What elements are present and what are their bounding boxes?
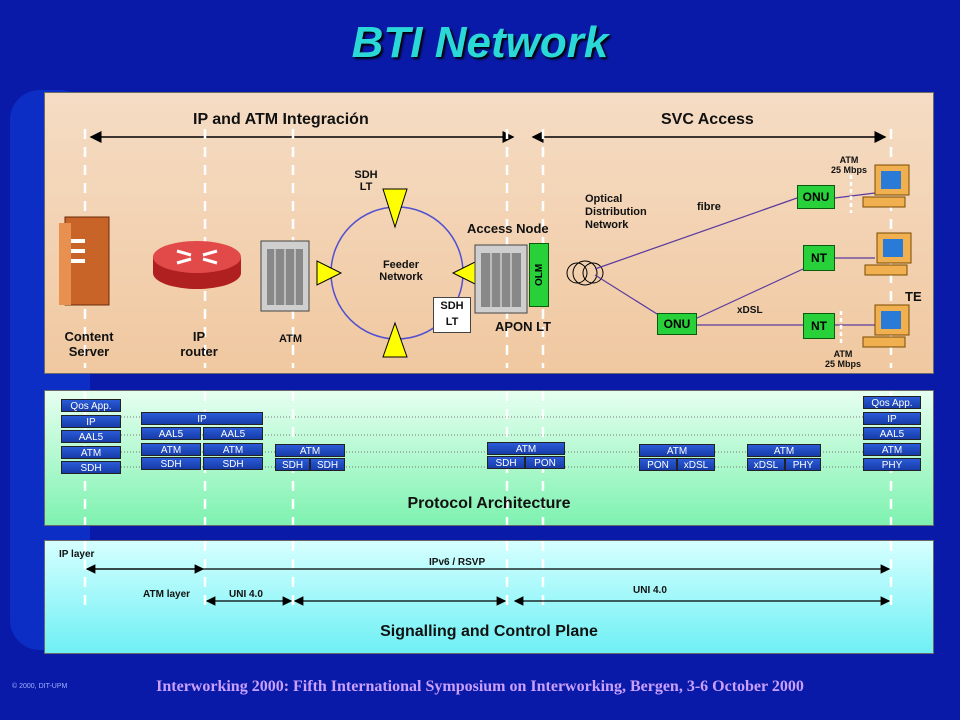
router-left-aal5: AAL5 — [141, 427, 201, 440]
stack-left-atm: ATM — [61, 446, 121, 459]
signalling-arrows — [83, 541, 893, 607]
apon-atm: ATM — [487, 442, 565, 455]
xdsl-label: xDSL — [737, 305, 763, 316]
ip-atm-integration-label: IP and ATM Integración — [193, 111, 369, 128]
router-left-sdh: SDH — [141, 457, 201, 470]
atm-25-bottom-label: ATM 25 Mbps — [824, 349, 861, 369]
uni-right-label: UNI 4.0 — [633, 585, 667, 596]
protocol-panel: Qos App. IP AAL5 ATM SDH IP AAL5 ATM SDH… — [44, 390, 934, 526]
apon-lt-label: APON LT — [495, 319, 552, 334]
stack-right-aal5: AAL5 — [863, 427, 921, 440]
network-panel: IP and ATM Integración SVC Access Conten… — [44, 92, 934, 374]
signalling-title: Signalling and Control Plane — [380, 623, 598, 640]
network-drawing — [59, 129, 912, 368]
content-server-label: Content Server — [64, 329, 114, 359]
onu-bottom-box: ONU — [657, 313, 697, 335]
onu-top-box: ONU — [797, 185, 835, 209]
sdh-lt-bottom-triangle — [382, 321, 408, 358]
router-right-atm: ATM — [203, 443, 263, 456]
pc-icon-middle — [864, 232, 912, 276]
atm-switch-sdh-left: SDH — [275, 458, 310, 471]
onu-xdsl: xDSL — [677, 458, 715, 471]
atm-layer-label: ATM layer — [143, 589, 191, 600]
atm-switch-sdh-right: SDH — [310, 458, 345, 471]
sdh-right-triangle — [451, 260, 478, 286]
sdh-lt-top-label: SDH LT — [354, 169, 378, 193]
atm-25-top-label: ATM 25 Mbps — [830, 155, 867, 175]
stack-left-qos: Qos App. — [61, 399, 121, 412]
sdh-lt-bottom-label: SDH LT — [433, 297, 471, 333]
svc-access-label: SVC Access — [661, 111, 754, 128]
signalling-panel: IP layer IPv6 / RSVP ATM layer UNI 4.0 U… — [44, 540, 934, 654]
router-icon — [153, 241, 241, 289]
ip-router-label: IP router — [180, 329, 218, 359]
stack-left-ip: IP — [61, 415, 121, 428]
nt-bottom-box: NT — [803, 313, 835, 339]
feeder-network-label: Feeder Network — [379, 259, 423, 283]
stack-left-aal5: AAL5 — [61, 430, 121, 443]
nt-phy: PHY — [785, 458, 821, 471]
page-title: BTI Network — [351, 18, 609, 67]
olm-box: OLM — [529, 243, 549, 307]
router-right-aal5: AAL5 — [203, 427, 263, 440]
pc-icon-bottom — [862, 304, 910, 348]
uni-left-label: UNI 4.0 — [229, 589, 263, 600]
sdh-lt-top-triangle — [382, 188, 408, 229]
router-ip: IP — [141, 412, 263, 425]
onu-pon: PON — [639, 458, 677, 471]
apon-pon: PON — [525, 456, 565, 469]
onu-atm: ATM — [639, 444, 715, 457]
copyright-text: © 2000, DIT-UPM — [12, 683, 68, 690]
stack-left-sdh: SDH — [61, 461, 121, 474]
optical-splitter-icon — [566, 260, 604, 286]
te-label: TE — [905, 289, 922, 304]
stack-right-qos: Qos App. — [863, 396, 921, 409]
router-left-atm: ATM — [141, 443, 201, 456]
nt-xdsl: xDSL — [747, 458, 785, 471]
footer-text: Interworking 2000: Fifth International S… — [156, 678, 804, 695]
stack-right-atm: ATM — [863, 443, 921, 456]
optical-distribution-label: Optical Distribution Network — [585, 193, 647, 231]
fibre-label: fibre — [697, 201, 721, 213]
nt-atm: ATM — [747, 444, 821, 457]
server-icon — [59, 216, 110, 306]
pc-icon-top — [862, 164, 910, 208]
access-node-label: Access Node — [467, 221, 549, 236]
atm-label: ATM — [279, 333, 303, 345]
ip-layer-label: IP layer — [59, 549, 95, 560]
stack-right-ip: IP — [863, 412, 921, 425]
ipv6-label: IPv6 / RSVP — [429, 557, 486, 568]
atm-switch-icon — [260, 240, 310, 312]
sdh-left-triangle — [316, 260, 343, 286]
protocol-title: Protocol Architecture — [407, 495, 571, 512]
stack-right-phy: PHY — [863, 458, 921, 471]
apon-sdh: SDH — [487, 456, 525, 469]
nt-top-box: NT — [803, 245, 835, 271]
router-right-sdh: SDH — [203, 457, 263, 470]
atm-switch-atm: ATM — [275, 444, 345, 457]
access-node-icon — [474, 244, 528, 314]
